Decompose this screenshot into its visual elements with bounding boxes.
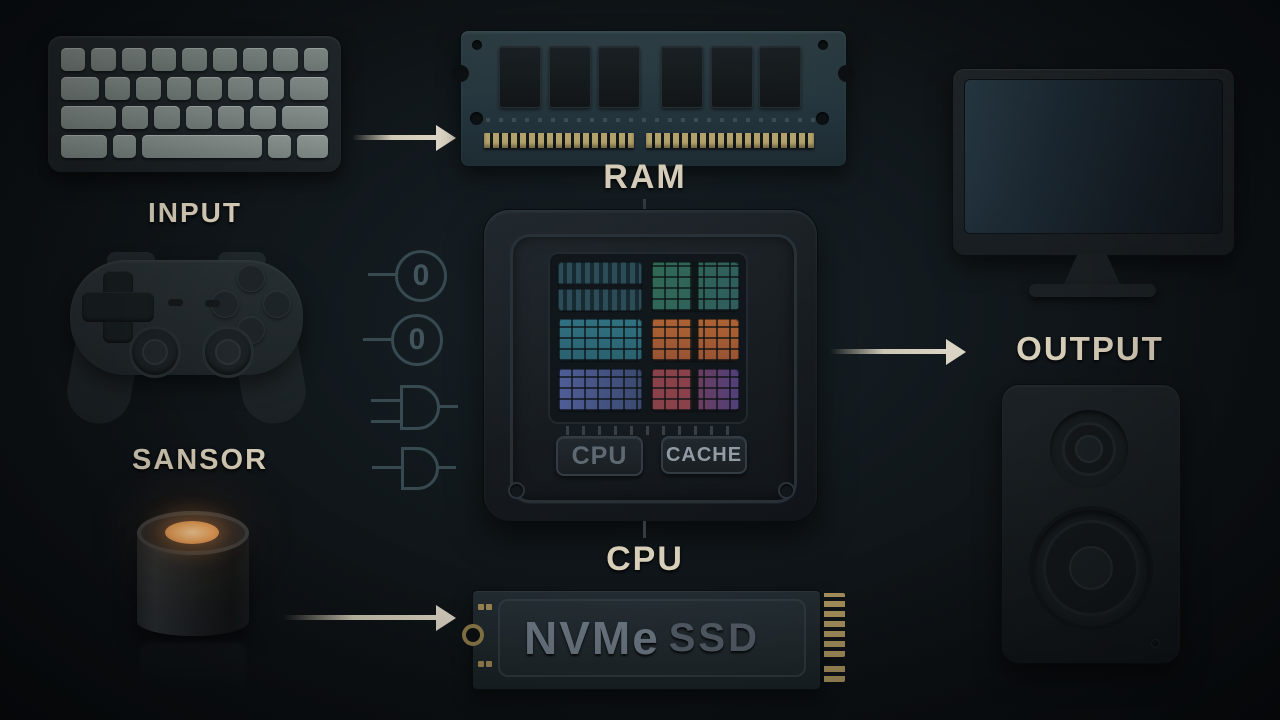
memory-chip [759,46,801,108]
connector-cpu-caption [643,521,646,538]
monitor-screen [964,79,1223,234]
die-block-green [651,262,739,311]
speaker-icon [1001,384,1181,664]
keyboard-row [61,77,328,100]
screw-icon [508,482,525,499]
input-label: INPUT [148,197,242,228]
cpu-label: CPU [606,540,684,578]
and-gate-icon [401,447,439,490]
memory-chip [711,46,753,108]
arrow-right-icon [436,125,456,151]
memory-chip [598,46,640,108]
nvme-ssd-icon: NVMe SSD [462,590,845,690]
sensor-glow-light [165,521,219,544]
ssd-name-text: NVMe [524,612,660,664]
keyboard-row [61,135,328,158]
die-block-blue [558,369,642,411]
memory-chip [499,46,541,108]
dpad-icon [82,292,154,322]
die-block-stripes [558,262,642,311]
screw-icon [1151,639,1160,648]
mount-notch [462,624,484,646]
arrow-right-icon [436,605,456,631]
cpu-chip-icon: CPU CACHE [483,209,818,522]
and-gate-icon [400,385,440,430]
ram-stick-icon [452,30,855,167]
ram-label: RAM [603,158,687,196]
die-block-red-purple [651,369,739,411]
keyboard-icon [47,35,342,173]
analog-stick [129,326,181,378]
sensor-label: SANSOR [131,444,269,476]
cache-badge: CACHE [661,436,747,474]
cpu-badge: CPU [556,436,643,476]
memory-chip [661,46,703,108]
face-button [263,290,291,318]
ssd-type-text: SSD [668,615,760,660]
arrow-right-icon [946,339,966,365]
die-block-teal [558,319,642,361]
die-block-orange [651,319,739,361]
cpu-die [548,252,748,424]
gold-pins [646,133,814,148]
keyboard-row [61,48,328,71]
gold-pins [484,133,634,148]
analog-stick [202,326,254,378]
keyboard-row [61,106,329,129]
binary-zero-icon: 0 [395,250,447,302]
memory-chip [549,46,591,108]
m2-connector-pins [824,593,845,657]
m2-connector-pins [824,664,845,682]
screw-icon [778,482,795,499]
chip-pins [566,426,732,435]
face-button [237,264,265,292]
binary-zero-icon: 0 [391,314,443,366]
output-label: OUTPUT [1016,330,1164,367]
